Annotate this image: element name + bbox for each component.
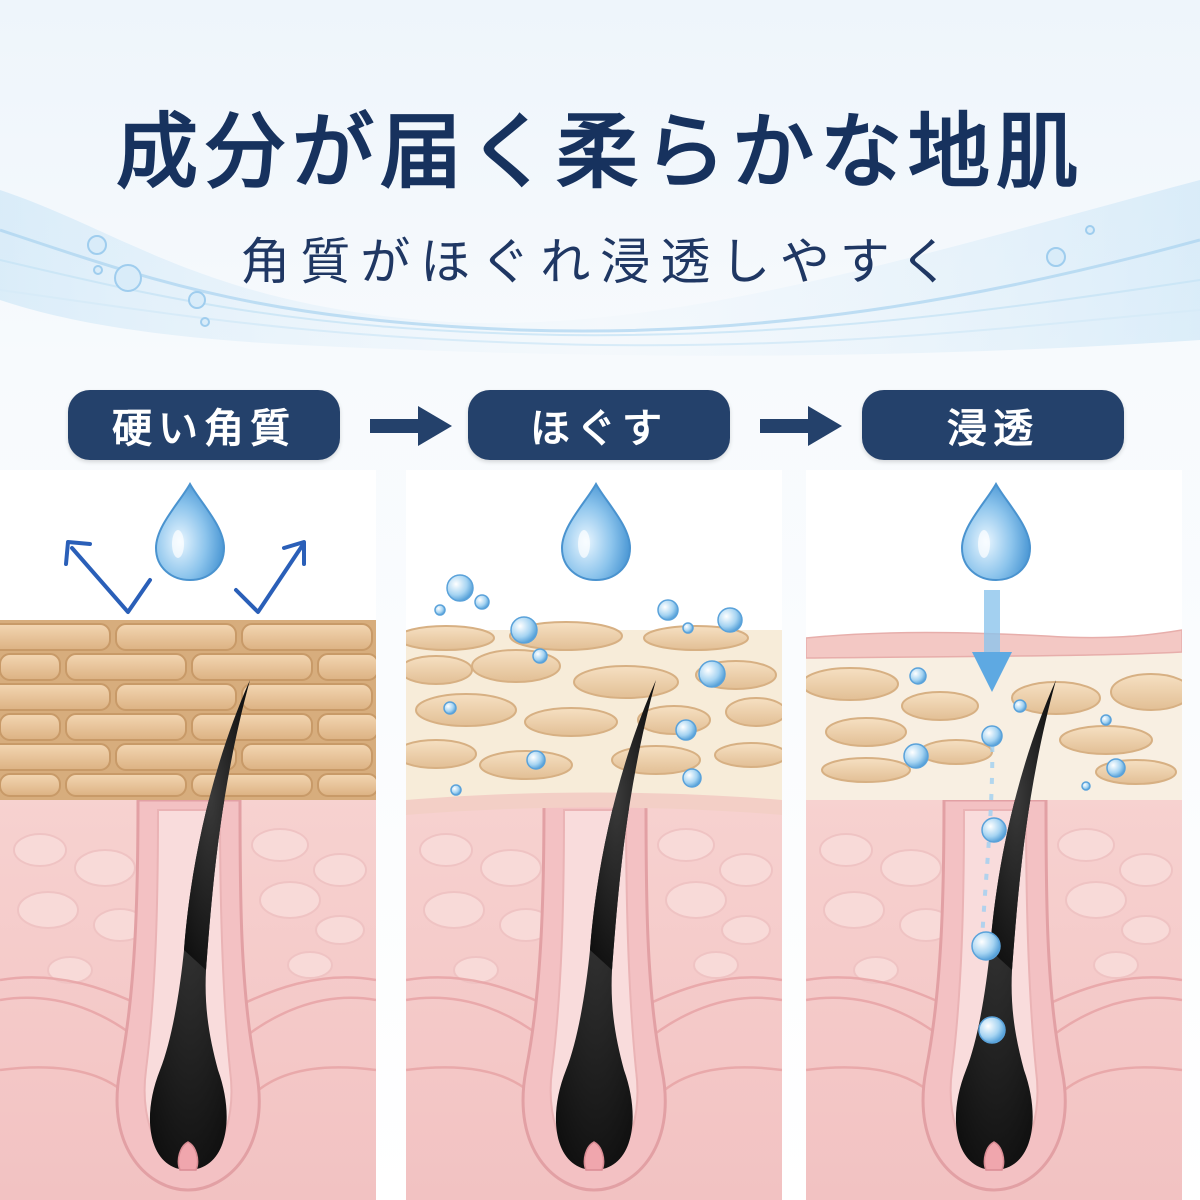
panel-hard-keratin: [0, 470, 376, 1200]
step-pill-penetrate: 浸透: [862, 390, 1124, 460]
bubble-icon: [87, 225, 1095, 327]
panel-loosen: [406, 470, 782, 1200]
page-subtitle: 角質がほぐれ浸透しやすく: [240, 233, 960, 291]
bubble-icon: [903, 667, 1126, 1044]
panel-penetrate: [806, 470, 1182, 1200]
step-pill-hard-keratin: 硬い角質: [68, 390, 340, 460]
right-arrow-icon: [760, 406, 842, 446]
step-pill-loosen: ほぐす: [468, 390, 730, 460]
bubble-icon: [434, 574, 743, 796]
bounce-arrow-icon: [64, 540, 306, 614]
hard-keratin-cells: [0, 623, 376, 797]
penetration-arrow-icon: [972, 590, 1012, 692]
right-arrow-icon: [370, 406, 452, 446]
loosened-keratin-cells: [406, 621, 782, 780]
page-title: 成分が届く柔らかな地肌: [115, 104, 1084, 200]
softened-keratin-cells: [806, 667, 1182, 785]
